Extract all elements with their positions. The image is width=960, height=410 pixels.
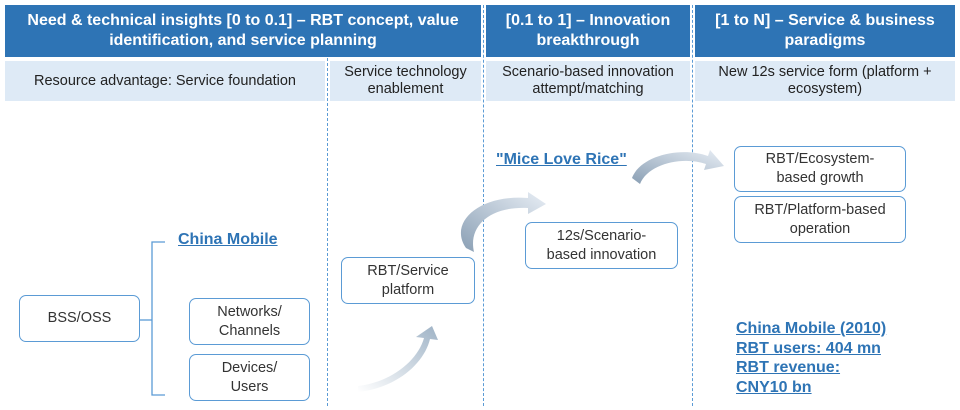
subheader-line: New 12s service form (platform + [718,64,932,80]
subheader-line: Service technology [344,64,467,80]
node-label: based growth [776,170,864,186]
node-label: Networks/ [217,303,282,320]
subheader-resource-advantage: Resource advantage: Service foundation [5,61,325,101]
node-label: operation [789,220,851,237]
networks-channels-node: Networks/ Channels [189,298,310,345]
subheader-new-service-form: New 12s service form (platform + ecosyst… [695,61,955,101]
header-line: paradigms [784,32,866,49]
node-label: RBT/Ecosystem- [765,151,875,167]
mice-love-rice-link[interactable]: "Mice Love Rice" [496,151,627,168]
bss-oss-node: BSS/OSS [19,295,140,342]
node-label: Devices/ [221,359,278,376]
stats-line: RBT users: 404 mn [736,339,881,357]
curved-arrow-icon [632,150,724,184]
header-stage-0-to-0.1: Need & technical insights [0 to 0.1] – R… [5,5,481,57]
curved-arrow-icon [460,192,546,252]
rbt-ecosystem-node: RBT/Ecosystem- based growth [734,146,906,192]
node-label: based innovation [546,246,657,263]
header-line: [0.1 to 1] – Innovation [505,12,671,29]
column-divider [692,5,693,406]
node-label: Users [230,378,269,395]
header-stage-0.1-to-1: [0.1 to 1] – Innovation breakthrough [486,5,690,57]
subheader-scenario-innovation: Scenario-based innovation attempt/matchi… [486,61,690,101]
bracket-connector [140,241,165,396]
scenario-innovation-node: 12s/Scenario- based innovation [525,222,678,269]
stats-line: CNY10 bn [736,378,812,396]
subheader-line: ecosystem) [787,81,863,97]
header-stage-1-to-n: [1 to N] – Service & business paradigms [695,5,955,57]
node-label: platform [381,281,435,298]
stats-line: RBT revenue: [736,359,841,376]
node-label: RBT/Service [367,262,449,279]
rbt-platform-node: RBT/Platform-based operation [734,196,906,243]
subheader-line: Scenario-based innovation [502,64,674,80]
node-label: BSS/OSS [47,310,112,326]
china-mobile-link[interactable]: China Mobile [178,231,278,248]
node-label: 12s/Scenario- [556,227,647,244]
china-mobile-stats: China Mobile (2010) RBT users: 404 mn RB… [736,319,886,397]
node-label: Channels [218,322,281,339]
header-line: breakthrough [536,32,640,49]
curved-arrow-icon [358,326,438,392]
devices-users-node: Devices/ Users [189,354,310,401]
header-line: [1 to N] – Service & business [715,12,935,29]
subheader-line: enablement [367,81,444,97]
stats-line: China Mobile (2010) [736,320,887,337]
node-label: RBT/Platform-based [754,201,886,218]
subheader-service-technology: Service technology enablement [330,61,481,101]
subheader-line: attempt/matching [532,81,644,97]
subheader-line: Resource advantage: Service foundation [34,72,296,89]
header-line: Need & technical insights [0 to 0.1] – R… [27,12,459,29]
header-line: identification, and service planning [109,32,377,49]
column-divider [327,58,328,406]
rbt-service-platform-node: RBT/Service platform [341,257,475,304]
